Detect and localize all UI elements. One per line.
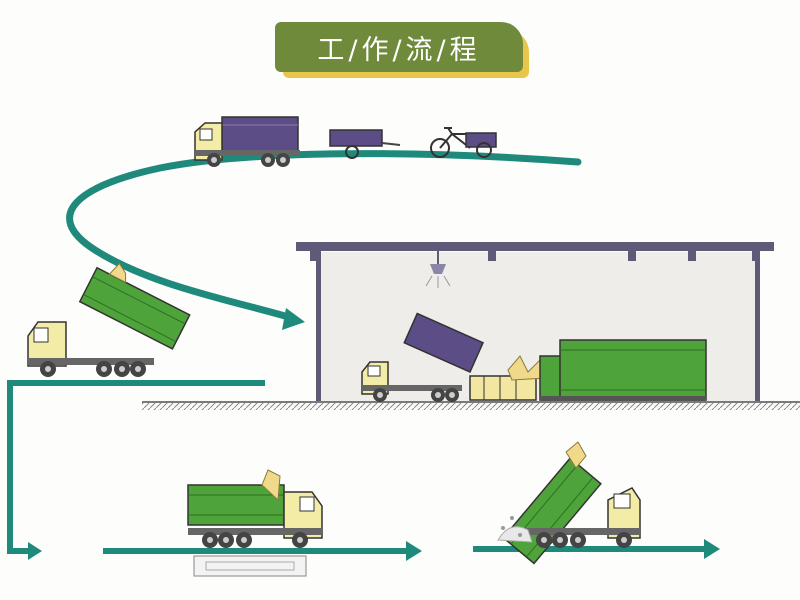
compactor-station-icon [469,339,707,401]
dump-truck-unloading-icon [361,312,485,402]
dump-truck-icon [194,116,300,167]
flow-arrowhead-left [28,542,42,560]
flow-line-left [7,380,265,554]
page-title: 工/作/流/程 [317,34,481,66]
title-banner: 工/作/流/程 [275,22,523,72]
hook-lift-truck-icon [27,262,191,377]
flow-curve-top [66,150,582,322]
ground-platform [142,401,800,410]
truck-dumping-container-icon [497,441,641,565]
flow-arrowhead-middle [406,541,422,561]
flow-arrowhead-building [282,308,305,330]
title-box: 工/作/流/程 [275,22,529,78]
hand-cart-icon [329,129,401,159]
truck-on-weighbridge-icon [187,469,323,577]
tricycle-cart-icon [430,127,497,158]
flow-arrowhead-right [704,539,720,559]
